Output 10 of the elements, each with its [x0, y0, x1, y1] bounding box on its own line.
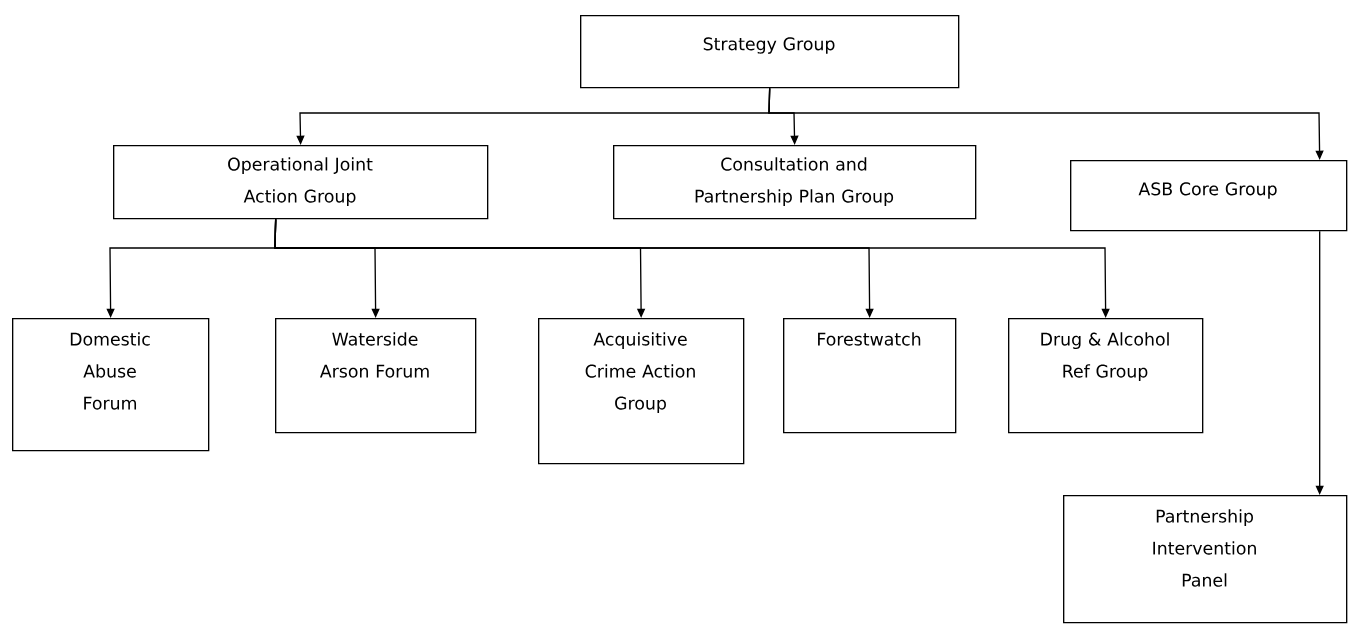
org-box: Consultation and Partnership Plan Group: [613, 145, 977, 220]
org-box: Drug & Alcohol Ref Group: [1008, 318, 1204, 434]
org-box: Forestwatch: [783, 318, 957, 434]
org-box: Strategy Group: [580, 15, 960, 89]
org-box: Waterside Arson Forum: [275, 318, 477, 434]
org-box: Acquisitive Crime Action Group: [538, 318, 745, 465]
org-box: Operational Joint Action Group: [113, 145, 489, 220]
org-box: Domestic Abuse Forum: [12, 318, 210, 452]
org-box: ASB Core Group: [1070, 160, 1348, 232]
org-box: Partnership Intervention Panel: [1063, 495, 1348, 624]
